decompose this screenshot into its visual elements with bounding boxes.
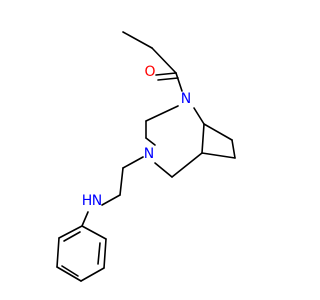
bond-bridge-n-left: [145, 105, 179, 122]
phenyl-bond-5: [56, 237, 60, 268]
bond-group: [56, 31, 236, 282]
atom-label-group: O N N H N: [82, 64, 192, 209]
bond-ethyl-carbonyl: [151, 47, 177, 74]
bond-bridgehead-right: [203, 123, 233, 141]
amine-nitrogen-atom-label: N: [92, 193, 102, 209]
amine-hydrogen-atom-label: H: [82, 193, 93, 209]
phenyl-bond-2: [103, 238, 107, 269]
bond-ring-n-to-linker: [122, 156, 144, 169]
bond-ring-n-to-upper: [145, 137, 156, 146]
bond-bridgehead-vertical: [201, 123, 205, 154]
bond-nh-phenyl: [81, 211, 89, 227]
ring-nitrogen-atom-label: N: [144, 146, 154, 162]
bond-linker-to-nh: [101, 194, 121, 206]
bond-linker: [119, 167, 124, 196]
phenyl-bond-6: [58, 225, 83, 239]
bond-bridge-n-right: [193, 107, 205, 125]
bond-right-ring-outer: [231, 139, 236, 159]
oxygen-atom-label: O: [144, 64, 155, 80]
phenyl-bond-1: [81, 225, 107, 240]
bond-lower-ch2-bridgehead: [171, 152, 203, 178]
phenyl-inner-3: [63, 231, 81, 242]
bridge-nitrogen-atom-label: N: [181, 91, 191, 107]
bond-ring-n-to-lower: [154, 162, 173, 178]
structure-diagram: O N N H N: [56, 31, 236, 282]
bond-carbonyl-double-a: [155, 72, 177, 76]
phenyl-inner-1: [97, 242, 101, 265]
bond-carbonyl-bridge-n: [175, 72, 183, 92]
molecule-canvas: O N N H N: [56, 31, 236, 282]
bond-carbonyl-double-b: [157, 77, 179, 81]
phenyl-bond-4: [56, 266, 82, 282]
phenyl-bond-3: [80, 267, 105, 282]
bond-right-ring-bottom: [201, 152, 236, 159]
bond-ethyl-terminal: [122, 31, 153, 49]
phenyl-inner-2: [61, 265, 79, 277]
